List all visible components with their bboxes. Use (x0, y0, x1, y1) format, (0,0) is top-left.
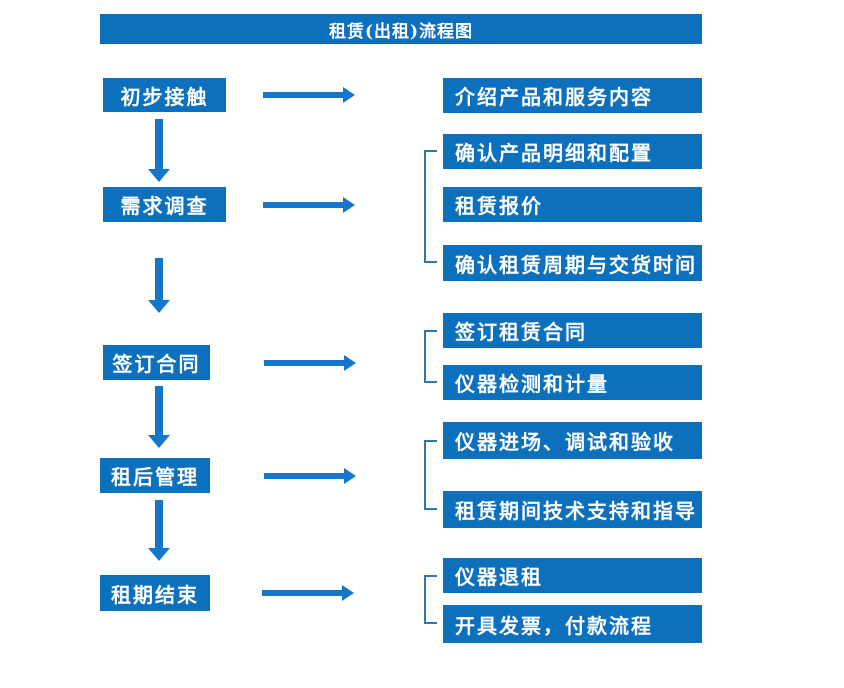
page-title: 租赁(出租)流程图 (328, 21, 474, 42)
detail-label: 仪器退租 (455, 565, 543, 589)
down-arrow-1 (148, 119, 170, 182)
arrow-head-icon (342, 585, 354, 601)
detail-box-instrument-setup: 仪器进场、调试和验收 (443, 422, 702, 459)
down-arrow-3 (148, 386, 170, 448)
group-bracket-post-rental (424, 440, 437, 510)
step-label: 需求调查 (120, 194, 209, 218)
right-arrow-4 (264, 468, 356, 484)
arrow-head-icon (148, 300, 170, 313)
arrow-shaft (155, 500, 163, 548)
right-arrow-2 (263, 197, 355, 213)
detail-label: 仪器检测和计量 (455, 372, 609, 396)
arrow-head-icon (148, 169, 170, 182)
detail-label: 介绍产品和服务内容 (455, 85, 653, 109)
detail-label: 签订租赁合同 (455, 320, 587, 344)
detail-box-confirm-product-config: 确认产品明细和配置 (443, 134, 702, 169)
detail-box-introduce-products: 介绍产品和服务内容 (443, 78, 702, 113)
detail-label: 开具发票，付款流程 (455, 613, 653, 638)
group-bracket-rental-end (424, 575, 437, 624)
arrow-head-icon (343, 87, 355, 103)
down-arrow-4 (148, 500, 170, 561)
arrow-head-icon (344, 468, 356, 484)
right-arrow-1 (263, 87, 355, 103)
detail-box-instrument-return: 仪器退租 (443, 558, 702, 593)
detail-box-rental-quote: 租赁报价 (443, 187, 702, 222)
arrow-head-icon (148, 435, 170, 448)
arrow-shaft (155, 119, 163, 169)
arrow-shaft (155, 386, 163, 435)
step-box-demand-survey: 需求调查 (103, 187, 226, 222)
detail-label: 仪器进场、调试和验收 (455, 430, 675, 454)
step-label: 租期结束 (111, 582, 199, 607)
step-box-rental-end: 租期结束 (100, 575, 210, 611)
arrow-shaft (155, 258, 163, 300)
arrow-shaft (263, 202, 343, 208)
step-box-sign-contract: 签订合同 (103, 345, 210, 380)
detail-box-invoice-payment: 开具发票，付款流程 (443, 605, 702, 643)
arrow-shaft (262, 590, 342, 596)
group-bracket-sign-contract (424, 330, 437, 383)
detail-box-sign-rental-contract: 签订租赁合同 (443, 313, 702, 348)
step-box-post-rental-management: 租后管理 (100, 458, 210, 493)
step-box-initial-contact: 初步接触 (103, 78, 226, 112)
right-arrow-5 (262, 585, 354, 601)
step-label: 初步接触 (120, 84, 209, 109)
detail-label: 确认产品明细和配置 (455, 141, 653, 165)
detail-label: 租赁期间技术支持和指导 (455, 499, 697, 523)
group-bracket-demand-survey (424, 150, 437, 263)
right-arrow-3 (264, 355, 356, 371)
step-label: 签订合同 (112, 352, 201, 376)
step-label: 租后管理 (111, 465, 199, 489)
arrow-head-icon (148, 548, 170, 561)
arrow-head-icon (344, 355, 356, 371)
title-banner: 租赁(出租)流程图 (100, 14, 702, 44)
detail-box-instrument-testing: 仪器检测和计量 (443, 365, 702, 400)
arrow-shaft (264, 360, 344, 366)
arrow-shaft (263, 92, 343, 98)
arrow-shaft (264, 473, 344, 479)
down-arrow-2 (148, 258, 170, 313)
arrow-head-icon (343, 197, 355, 213)
detail-box-confirm-period-delivery: 确认租赁周期与交货时间 (443, 245, 702, 281)
detail-label: 确认租赁周期与交货时间 (455, 252, 697, 277)
detail-label: 租赁报价 (455, 194, 543, 218)
detail-box-tech-support: 租赁期间技术支持和指导 (443, 491, 702, 528)
